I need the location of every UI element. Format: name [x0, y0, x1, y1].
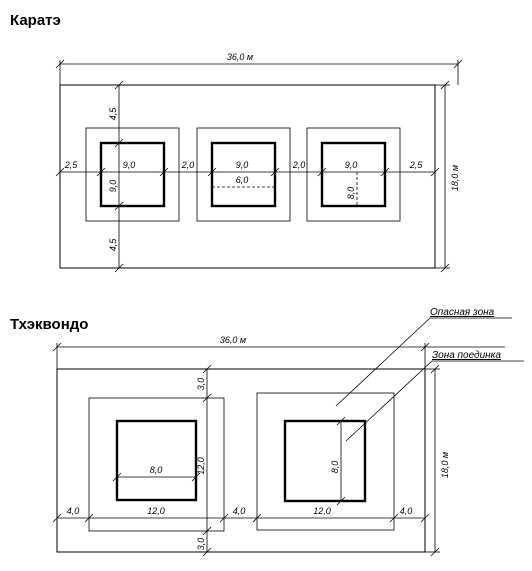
taekwondo-area-1-width-label: 12,0 — [147, 506, 165, 516]
karate-margin-left-label: 2,5 — [64, 160, 79, 170]
karate-area-3-inner — [320, 141, 387, 208]
karate-area-1-width-label: 9,0 — [123, 160, 136, 170]
karate-margin-top-label: 4,5 — [108, 107, 118, 121]
danger-zone-leader-line — [335, 317, 431, 407]
taekwondo-area-1-inner-label: 8,0 — [150, 465, 163, 475]
taekwondo-area-2-outer — [256, 392, 395, 531]
taekwondo-margin-right-label: 4,0 — [400, 506, 413, 516]
taekwondo-area-1-height-label: 12,0 — [196, 457, 206, 475]
taekwondo-field-outline — [56, 368, 426, 553]
taekwondo-margin-bottom-label: 3,0 — [196, 538, 206, 551]
taekwondo-area-2-width-label: 12,0 — [313, 506, 331, 516]
karate-gap-1-label: 2,0 — [181, 160, 195, 170]
fight-zone-leader-line — [345, 360, 433, 442]
karate-area-2-inner — [210, 141, 277, 208]
karate-area-1-outer — [85, 127, 180, 222]
karate-field-outline — [59, 84, 436, 269]
fight-zone-label: Зона поединка — [432, 350, 501, 361]
karate-area-3-inner-label: 8,0 — [346, 187, 356, 200]
karate-width-label: 18,0 м — [450, 165, 460, 191]
karate-title: Каратэ — [10, 12, 61, 29]
karate-margin-right-label: 2,5 — [409, 160, 424, 170]
karate-area-2-width-label: 9,0 — [236, 160, 249, 170]
karate-area-1-height-label: 9,0 — [108, 180, 118, 193]
taekwondo-area-2-inner — [283, 419, 367, 503]
taekwondo-title: Тхэквондо — [10, 316, 89, 333]
karate-area-2-inner-label: 6,0 — [236, 175, 249, 185]
taekwondo-plan: 36,0 м 18,0 м 4,0 12,0 4,0 12,0 4,0 — [52, 307, 524, 557]
karate-margin-bottom-label: 4,5 — [108, 238, 118, 252]
karate-area-1-inner — [99, 141, 166, 208]
karate-length-label: 36,0 м — [227, 52, 253, 62]
taekwondo-margin-left-label: 4,0 — [67, 506, 80, 516]
karate-plan: 36,0 м 18,0 м 2,5 9,0 2,0 9,0 2,0 9,0 2,… — [55, 52, 463, 273]
taekwondo-gap-label: 4,0 — [233, 506, 246, 516]
taekwondo-area-1-inner — [115, 419, 198, 502]
karate-area-2-outer — [196, 127, 291, 222]
taekwondo-margin-top-label: 3,0 — [196, 378, 206, 391]
taekwondo-area-2-inner-label: 8,0 — [330, 461, 340, 474]
danger-zone-label: Опасная зона — [430, 307, 495, 318]
karate-area-3-outer — [306, 127, 401, 222]
taekwondo-width-label: 18,0 м — [440, 452, 450, 478]
taekwondo-length-label: 36,0 м — [220, 335, 246, 345]
karate-area-3-width-label: 9,0 — [345, 160, 358, 170]
taekwondo-area-1-outer — [88, 397, 225, 532]
karate-gap-2-label: 2,0 — [292, 160, 306, 170]
